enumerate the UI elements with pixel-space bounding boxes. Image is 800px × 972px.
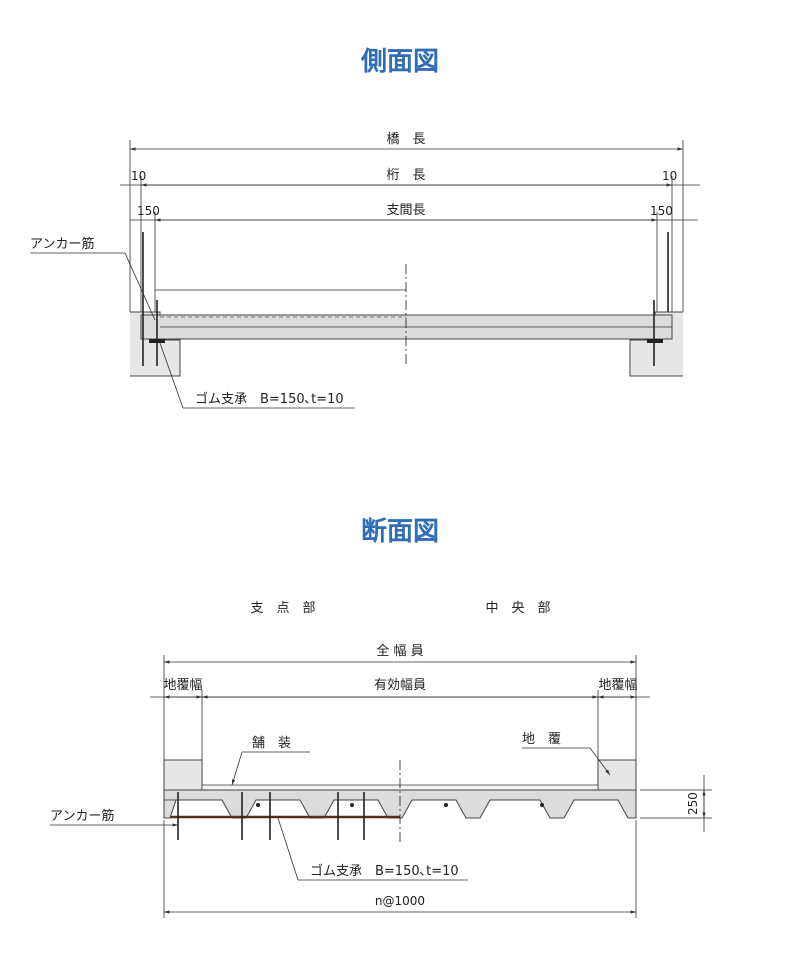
- dim-right-10: 10: [662, 169, 677, 183]
- leader-bearing-section: ゴム支承 B=150､t=10: [277, 817, 468, 881]
- dim-span-length-label: 支間長: [386, 203, 425, 218]
- dim-bridge-length: 橋 長: [129, 132, 684, 312]
- dim-height: 250: [640, 775, 712, 832]
- dim-curb-right-label: 地覆幅: [598, 678, 637, 693]
- leader-pavement: 舗 装: [231, 736, 310, 786]
- dim-total-width: 全 幅 員: [163, 643, 637, 760]
- dim-span-length: 支間長 150 150: [130, 203, 698, 312]
- dim-curb-left-label: 地覆幅: [163, 678, 202, 693]
- label-anchor-side: アンカー筋: [30, 236, 94, 252]
- label-support: 支 点 部: [250, 601, 315, 616]
- anchor-bars-side: [142, 232, 669, 366]
- dim-effective-label: 有効幅員: [374, 678, 426, 693]
- dim-pitch: n@1000: [163, 820, 637, 918]
- dim-left-10: 10: [131, 169, 146, 183]
- leader-anchor-side: アンカー筋: [30, 236, 156, 321]
- label-bearing-side: ゴム支承 B=150､t=10: [195, 391, 344, 407]
- section-view-title: 断面図: [361, 516, 439, 547]
- dim-bridge-length-label: 橋 長: [386, 132, 425, 147]
- label-pavement: 舗 装: [252, 736, 291, 751]
- leader-anchor-section: アンカー筋: [50, 808, 178, 827]
- label-curb: 地 覆: [522, 732, 561, 747]
- dim-right-150: 150: [650, 204, 673, 218]
- dim-widths: 地覆幅 有効幅員 地覆幅: [150, 678, 650, 760]
- deck-slab-side: [140, 289, 673, 340]
- curb-left: [163, 759, 203, 791]
- dim-pitch-label: n@1000: [375, 894, 425, 908]
- curb-right: [597, 759, 637, 791]
- dim-girder-length-label: 桁 長: [386, 168, 425, 183]
- leader-bearing-side: ゴム支承 B=150､t=10: [159, 342, 355, 409]
- label-bearing-section: ゴム支承 B=150､t=10: [310, 863, 459, 879]
- dim-height-label: 250: [686, 792, 700, 815]
- anchor-bars-section: [177, 792, 544, 840]
- dim-total-width-label: 全 幅 員: [376, 643, 423, 659]
- label-center: 中 央 部: [485, 601, 550, 616]
- leader-curb: 地 覆: [522, 732, 611, 776]
- label-anchor-section: アンカー筋: [50, 808, 114, 824]
- side-view-title: 側面図: [360, 47, 439, 77]
- dim-girder-length: 桁 長 10 10: [120, 168, 700, 312]
- dim-left-150: 150: [137, 204, 160, 218]
